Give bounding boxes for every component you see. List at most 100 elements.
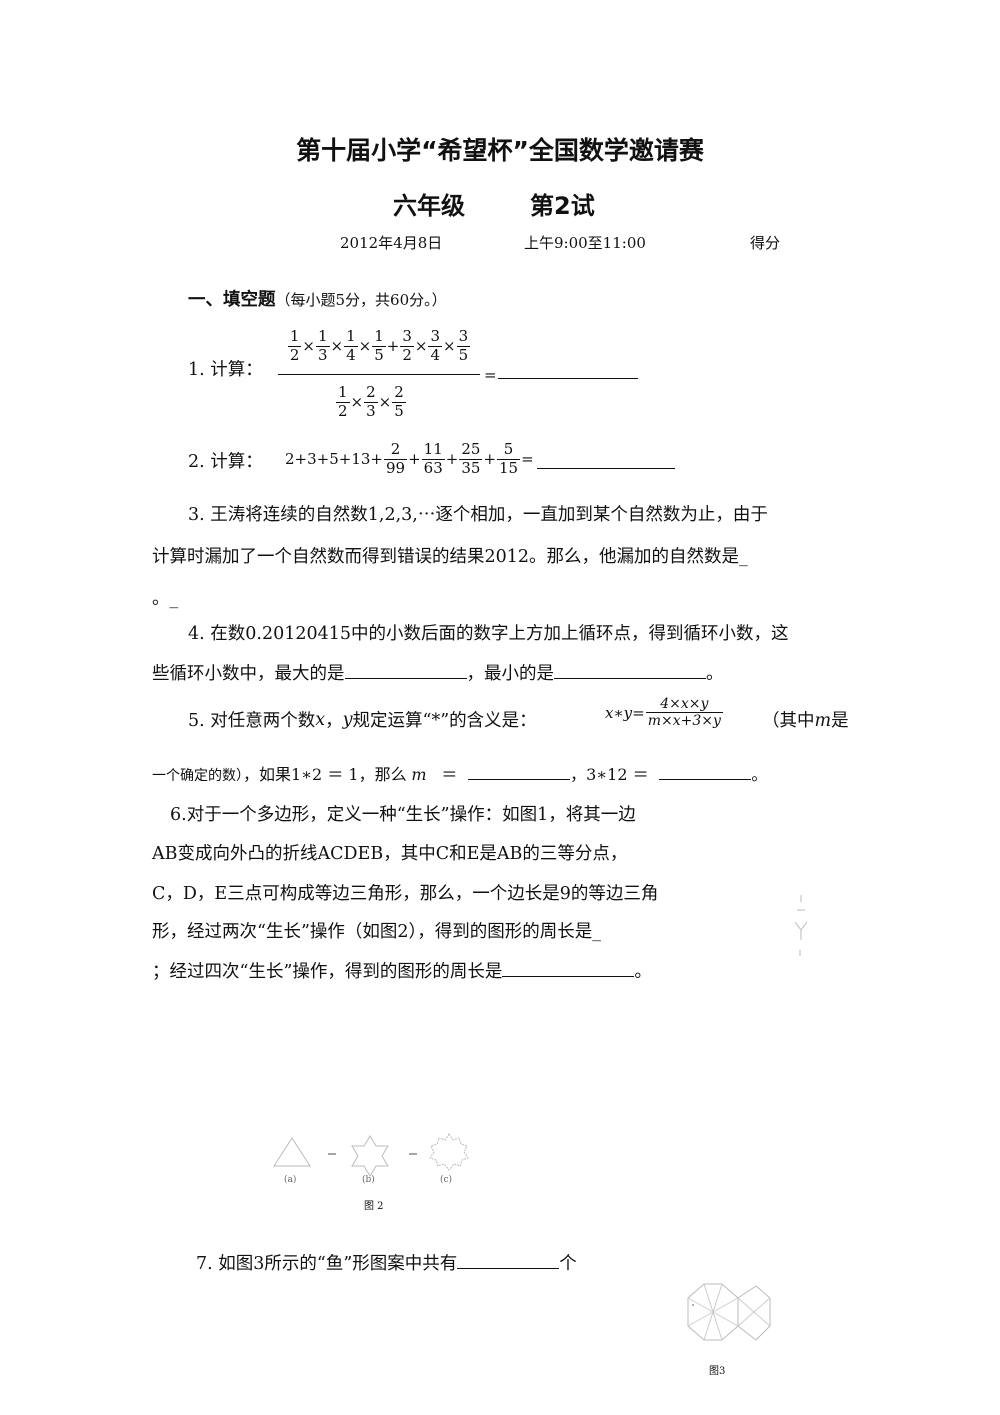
grade-label: 六年级 bbox=[393, 192, 465, 220]
q7-text: 7. 如图3所示的“鱼”形图案中共有 bbox=[196, 1254, 458, 1274]
q2-fraction-bar bbox=[497, 458, 521, 460]
q1-num-fraction-bar bbox=[287, 345, 302, 347]
q4-line2: 些循环小数中，最大的是，最小的是。 bbox=[152, 660, 724, 685]
q1-num-fraction-bar bbox=[372, 345, 386, 347]
fig2-label: 图 2 bbox=[364, 1201, 384, 1212]
q1-num-operator: × bbox=[443, 337, 456, 355]
q1-label: 1. 计算： bbox=[188, 360, 263, 380]
q6-line5a: ；经过四次“生长”操作，得到的图形的周长是 bbox=[152, 962, 503, 982]
q4-max-blank[interactable] bbox=[344, 660, 467, 679]
q5-sep: ， bbox=[325, 711, 343, 731]
q5-part3: （其中 bbox=[762, 711, 815, 731]
q1-num-fraction-numerator: 3 bbox=[458, 327, 469, 346]
q6-line4: 形，经过两次“生长”操作（如图2），得到的图形的周长是_ bbox=[152, 922, 602, 942]
q1-num-fraction-numerator: 3 bbox=[402, 327, 412, 346]
q7-unit: 个 bbox=[559, 1254, 577, 1274]
q1-num-fraction-bar bbox=[344, 345, 358, 347]
q1-num-fraction-denominator: 2 bbox=[289, 345, 300, 364]
q2-fraction-numerator: 11 bbox=[423, 440, 443, 459]
section-note: （每小题5分，共60分。） bbox=[275, 291, 447, 309]
q5-numerator: 4×x×y bbox=[660, 696, 709, 712]
q2-fraction-numerator: 5 bbox=[503, 440, 514, 459]
q1-num-fraction-bar bbox=[400, 345, 414, 347]
q5-line2b: ，如果1∗2 ＝ 1，那么 bbox=[243, 765, 407, 784]
q6-line2: AB变成向外凸的折线ACDEB，其中C和E是AB的三等分点， bbox=[152, 844, 628, 864]
q5-part2: 规定运算“*”的含义是： bbox=[352, 711, 537, 731]
q2-label: 2. 计算： bbox=[188, 452, 263, 472]
q1-den-fraction-bar bbox=[336, 401, 350, 403]
q1-num-operator: × bbox=[414, 337, 428, 355]
q2-fraction-numerator: 2 bbox=[390, 440, 401, 459]
fig2-star bbox=[352, 1136, 388, 1176]
q1-num-operator: + bbox=[386, 337, 400, 355]
q5-fraction: 4×x×y m×x+3×y bbox=[645, 696, 723, 729]
q1-den-fraction-bar bbox=[364, 401, 378, 403]
q5-var-x: x bbox=[315, 709, 326, 730]
q1-den-fraction-numerator: 1 bbox=[338, 383, 348, 402]
q6-answer-blank[interactable] bbox=[502, 958, 635, 977]
q4-min-blank[interactable] bbox=[554, 660, 706, 679]
round-label: 第2试 bbox=[530, 192, 595, 220]
q1-den-fraction-denominator: 2 bbox=[338, 401, 348, 420]
figure1-sketch bbox=[786, 890, 816, 960]
q1-den-fraction-numerator: 2 bbox=[394, 383, 404, 402]
q5-result-blank[interactable] bbox=[659, 761, 752, 780]
q2-fraction-bar bbox=[459, 458, 483, 460]
q5-bar bbox=[645, 712, 723, 714]
q7-answer-blank[interactable] bbox=[457, 1250, 560, 1269]
q2-answer-blank[interactable] bbox=[536, 450, 675, 469]
q1-num-fraction-numerator: 1 bbox=[374, 327, 384, 346]
section-heading: 一、填空题 bbox=[188, 290, 276, 310]
q3-line1: 3. 王涛将连续的自然数1,2,3,⋯逐个相加，一直加到某个自然数为止，由于 bbox=[188, 505, 768, 525]
exam-date: 2012年4月8日 bbox=[340, 234, 443, 252]
q5-line1-end: （其中m是 bbox=[762, 707, 849, 732]
exam-time: 上午9:00至11:00 bbox=[524, 234, 646, 252]
q5-m-blank[interactable] bbox=[468, 761, 571, 780]
figure3-fish bbox=[680, 1278, 776, 1350]
q5-line2e: 。 bbox=[751, 765, 768, 784]
q6-line3: C，D，E三点可构成等边三角形，那么，一个边长是9的等边三角 bbox=[152, 884, 659, 904]
q2-fraction-numerator: 25 bbox=[461, 440, 481, 459]
q1-num-fraction-denominator: 4 bbox=[346, 345, 356, 364]
fig2-cap-a: (a) bbox=[284, 1175, 297, 1185]
q1-num-operator: × bbox=[358, 337, 372, 355]
q1-num-operator: × bbox=[302, 337, 315, 355]
q1-num-operator: × bbox=[330, 337, 344, 355]
q1-num-fraction-denominator: 5 bbox=[458, 345, 469, 364]
q4-end: 。 bbox=[706, 664, 724, 684]
q3-line3: 。_ bbox=[152, 589, 179, 609]
fig2-snowflake bbox=[430, 1134, 468, 1170]
q1-den-operator: × bbox=[378, 393, 392, 411]
q1-answer: = bbox=[483, 360, 638, 384]
q5-lhs: x∗y= bbox=[605, 703, 645, 722]
q7-line: 7. 如图3所示的“鱼”形图案中共有 个 bbox=[196, 1250, 577, 1275]
q1-num-fraction-bar bbox=[315, 345, 330, 347]
q2-fraction-bar bbox=[421, 458, 445, 460]
q5-line2c: ＝ bbox=[441, 765, 458, 784]
q1-num-fraction-numerator: 1 bbox=[289, 327, 300, 346]
q1-num-fraction-numerator: 3 bbox=[430, 327, 441, 346]
q2-lead: 2+3+5+13+ bbox=[285, 450, 383, 468]
q1-answer-blank[interactable] bbox=[497, 360, 638, 379]
q5-var-m: m bbox=[814, 711, 832, 731]
q1-num-fraction-bar bbox=[428, 345, 443, 347]
figure2 bbox=[268, 1128, 478, 1188]
q1-den-fraction-numerator: 2 bbox=[366, 383, 376, 402]
q5-part1: 5. 对任意两个数 bbox=[188, 711, 316, 731]
q5-line2: 一个确定的数），如果1∗2 ＝ 1，那么 m ＝ ，3∗12 ＝ 。 bbox=[152, 761, 767, 785]
q6-line5: ；经过四次“生长”操作，得到的图形的周长是。 bbox=[152, 958, 652, 983]
